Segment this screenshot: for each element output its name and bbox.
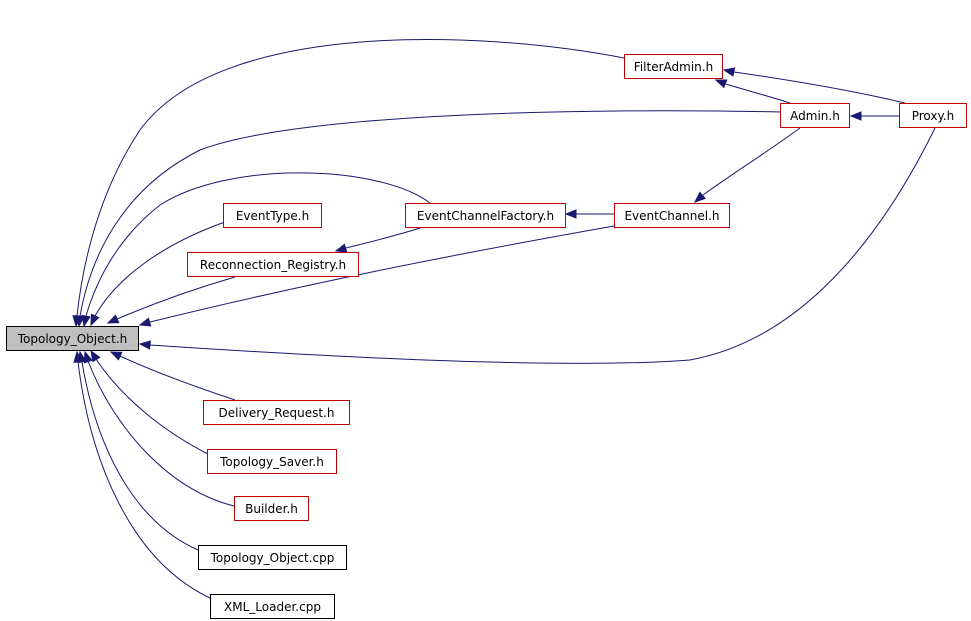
node-label: Reconnection_Registry.h (199, 257, 347, 272)
node-eventtype-h[interactable]: EventType.h (223, 203, 322, 228)
arrowhead (81, 314, 91, 328)
arrowhead (106, 314, 120, 324)
node-delivery-request-h[interactable]: Delivery_Request.h (203, 400, 350, 425)
edge-filteradmin_h-to-topology_object_h (72, 38, 625, 328)
arrowhead (138, 317, 152, 327)
node-label: EventChannel.h (624, 208, 720, 223)
edge-eventchannel_h-to-topology_object_h (138, 225, 615, 327)
arrowhead (83, 350, 93, 364)
node-topology-saver-h[interactable]: Topology_Saver.h (207, 449, 337, 474)
node-reconnection-registry-h[interactable]: Reconnection_Registry.h (187, 252, 359, 277)
node-label: XML_Loader.cpp (224, 599, 321, 614)
edge-proxy_h-to-admin_h (849, 111, 899, 121)
edge-topology_object_cpp-to-topology_object_h (77, 350, 199, 551)
edge-admin_h-to-topology_object_h (75, 110, 781, 328)
edge-eventchannel_h-to-eventchannelfactory_h (564, 209, 614, 219)
arrowhead (722, 67, 736, 77)
arrowhead (109, 351, 123, 361)
node-proxy-h[interactable]: Proxy.h (899, 103, 967, 128)
node-eventchannel-h[interactable]: EventChannel.h (614, 203, 730, 228)
edge-eventtype_h-to-topology_object_h (90, 221, 226, 327)
node-label: Topology_Object.h (17, 331, 128, 346)
arrowhead (90, 313, 100, 327)
arrowhead (693, 191, 707, 203)
node-label: FilterAdmin.h (633, 59, 714, 74)
arrowhead (90, 349, 101, 363)
arrowhead (75, 315, 85, 328)
arrowhead (334, 243, 348, 253)
edge-reconnection_registry_h-to-topology_object_h (106, 276, 236, 324)
node-label: Proxy.h (911, 108, 955, 123)
edge-builder_h-to-topology_object_h (83, 350, 235, 507)
edge-topology_saver_h-to-topology_object_h (90, 349, 211, 456)
node-label: Builder.h (245, 501, 298, 516)
edge-admin_h-to-eventchannel_h (693, 127, 801, 203)
node-label: Admin.h (790, 108, 840, 123)
node-label: EventChannelFactory.h (416, 208, 555, 223)
arrowhead (849, 111, 862, 121)
arrowhead (714, 79, 728, 89)
edge-eventchannelfactory_h-to-topology_object_h (81, 172, 431, 328)
node-label: Topology_Object.cpp (210, 550, 335, 565)
edge-proxy_h-to-topology_object_h (138, 127, 936, 364)
edge-admin_h-to-filteradmin_h (714, 79, 791, 104)
edge-delivery_request_h-to-topology_object_h (109, 351, 236, 401)
arrowhead (138, 340, 151, 350)
edge-proxy_h-to-filteradmin_h (722, 67, 906, 104)
node-label: Delivery_Request.h (218, 405, 335, 420)
node-admin-h[interactable]: Admin.h (780, 103, 850, 128)
node-eventchannelfactory-h[interactable]: EventChannelFactory.h (405, 203, 566, 228)
node-label: EventType.h (235, 208, 310, 223)
node-topology-object-cpp[interactable]: Topology_Object.cpp (198, 545, 347, 570)
arrowhead (564, 209, 577, 219)
node-builder-h[interactable]: Builder.h (234, 496, 309, 521)
edge-eventchannelfactory_h-to-reconnection_registry_h (334, 227, 421, 253)
arrowhead (73, 350, 83, 363)
node-xml-loader-cpp[interactable]: XML_Loader.cpp (210, 594, 335, 619)
node-filteradmin-h[interactable]: FilterAdmin.h (624, 54, 723, 79)
node-topology-object-h: Topology_Object.h (6, 326, 139, 351)
node-label: Topology_Saver.h (220, 454, 324, 469)
edge-xml_loader_cpp-to-topology_object_h (73, 350, 211, 599)
